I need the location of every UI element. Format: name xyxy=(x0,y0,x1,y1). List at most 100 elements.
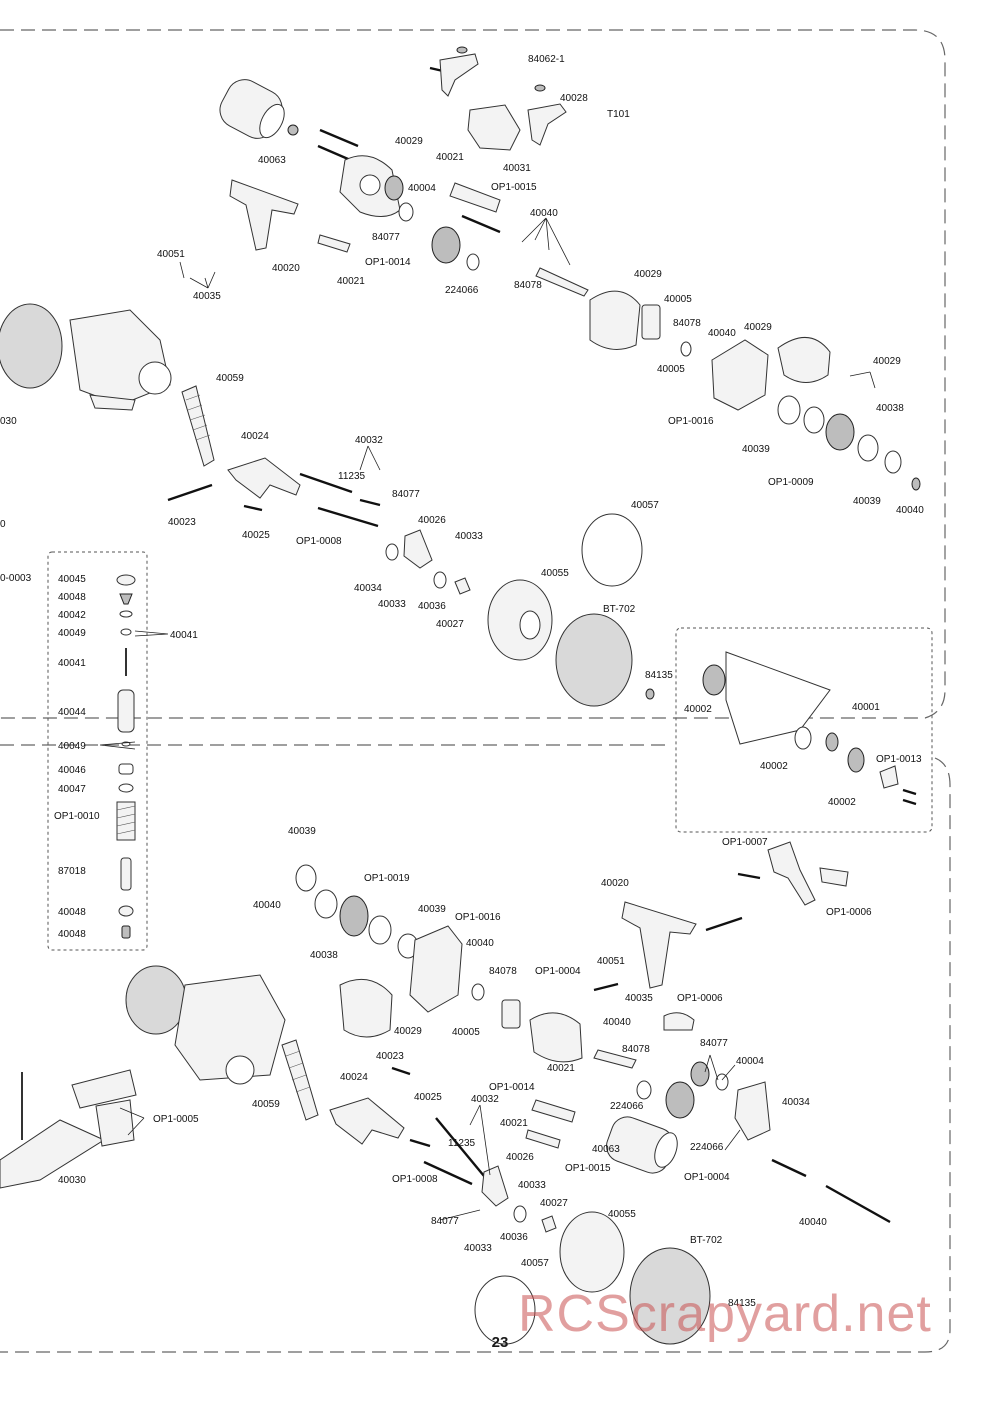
shock-part-label: 40048 xyxy=(58,929,86,940)
label: 40029 xyxy=(394,1026,422,1037)
label: 40051 xyxy=(157,249,185,260)
shock-part-label: 40044 xyxy=(58,707,86,718)
shock-part-label: 40047 xyxy=(58,784,86,795)
slipper-inset-box xyxy=(675,627,933,833)
shock-parts-art xyxy=(99,574,169,939)
label: 84135 xyxy=(645,670,673,681)
label: BT-702 xyxy=(690,1235,723,1246)
upper-labels: 84062-1 40028 T101 40063 40029 40021 400… xyxy=(0,54,924,681)
label: OP1-0008 xyxy=(392,1174,438,1185)
upper-section-frame xyxy=(0,29,946,719)
label: 40038 xyxy=(876,403,904,414)
label: 40035 xyxy=(193,291,221,302)
label: 40005 xyxy=(657,364,685,375)
label: 40029 xyxy=(744,322,772,333)
label: 40025 xyxy=(242,530,270,541)
label: 40036 xyxy=(500,1232,528,1243)
label: 224066 xyxy=(445,285,479,296)
label: 84135 xyxy=(728,1298,756,1309)
label: OP1-0005 xyxy=(153,1114,199,1125)
label: OP1-0008 xyxy=(296,536,342,547)
label: OP1-0014 xyxy=(489,1082,535,1093)
shock-part-label: 40041 xyxy=(58,658,86,669)
label: 40029 xyxy=(634,269,662,280)
label: 40002 xyxy=(760,761,788,772)
label: 40033 xyxy=(378,599,406,610)
label: OP1-0016 xyxy=(455,912,501,923)
label: 40040 xyxy=(799,1217,827,1228)
label: 40039 xyxy=(418,904,446,915)
label: 40032 xyxy=(355,435,383,446)
shock-part-label: 40049 xyxy=(58,741,86,752)
page-number: 23 xyxy=(491,1334,509,1351)
lower-chassis-view xyxy=(0,965,286,1189)
label: 40020 xyxy=(601,878,629,889)
label: 40024 xyxy=(241,431,269,442)
label: 40034 xyxy=(782,1097,810,1108)
shock-parts-labels: 40045 40048 40042 40049 40041 40044 4004… xyxy=(54,574,198,940)
label: 40004 xyxy=(408,183,436,194)
label: 40027 xyxy=(540,1198,568,1209)
label: OP1-0013 xyxy=(876,754,922,765)
lower-labels: OP1-0007 OP1-0006 40039 OP1-0019 40020 4… xyxy=(58,826,872,1309)
label: 40005 xyxy=(664,294,692,305)
label: OP1-0015 xyxy=(565,1163,611,1174)
label: 40021 xyxy=(436,152,464,163)
label: BT-702 xyxy=(603,604,636,615)
label: 0 xyxy=(0,519,6,530)
rear-suspension-view xyxy=(0,303,172,411)
label: OP1-0015 xyxy=(491,182,537,193)
label: 40040 xyxy=(466,938,494,949)
label: 40057 xyxy=(521,1258,549,1269)
motor xyxy=(219,79,299,139)
lower-section-frame xyxy=(0,744,951,1353)
label: 224066 xyxy=(690,1142,724,1153)
label: 11235 xyxy=(338,471,366,482)
leader-lines xyxy=(119,217,876,1221)
label: 030 xyxy=(0,416,17,427)
upper-assembly-art xyxy=(0,46,921,707)
label: 0-0003 xyxy=(0,573,32,584)
label: 84077 xyxy=(372,232,400,243)
watermark: RCScrapyard.net xyxy=(518,1285,932,1343)
label: OP1-0004 xyxy=(535,966,581,977)
label: 40028 xyxy=(560,93,588,104)
label: 40057 xyxy=(631,500,659,511)
label: 40036 xyxy=(418,601,446,612)
label: 40051 xyxy=(597,956,625,967)
label: 84078 xyxy=(489,966,517,977)
label: 40035 xyxy=(625,993,653,1004)
label: OP1-0006 xyxy=(677,993,723,1004)
label: 40004 xyxy=(736,1056,764,1067)
label: 40030 xyxy=(58,1175,86,1186)
shock-part-label: 40048 xyxy=(58,907,86,918)
label: 40026 xyxy=(418,515,446,526)
label: 40029 xyxy=(395,136,423,147)
label: OP1-0006 xyxy=(826,907,872,918)
label: OP1-0014 xyxy=(365,257,411,268)
label: 224066 xyxy=(610,1101,644,1112)
label: 40002 xyxy=(684,704,712,715)
label: 84078 xyxy=(514,280,542,291)
label: 84077 xyxy=(431,1216,459,1227)
label: 40023 xyxy=(376,1051,404,1062)
shock-part-label: 40045 xyxy=(58,574,86,585)
label: OP1-0007 xyxy=(722,837,768,848)
label: 40033 xyxy=(464,1243,492,1254)
label: 40021 xyxy=(500,1118,528,1129)
label: 40040 xyxy=(896,505,924,516)
shock-part-label: OP1-0010 xyxy=(54,811,100,822)
shock-part-label: 40046 xyxy=(58,765,86,776)
label: 40040 xyxy=(253,900,281,911)
slipper-inset-art xyxy=(702,651,917,806)
label: 40033 xyxy=(518,1180,546,1191)
label: 40039 xyxy=(853,496,881,507)
label: 40023 xyxy=(168,517,196,528)
label: 40001 xyxy=(852,702,880,713)
label: 40027 xyxy=(436,619,464,630)
label: 40020 xyxy=(272,263,300,274)
label: 40033 xyxy=(455,531,483,542)
label: OP1-0009 xyxy=(768,477,814,488)
label: 40038 xyxy=(310,950,338,961)
